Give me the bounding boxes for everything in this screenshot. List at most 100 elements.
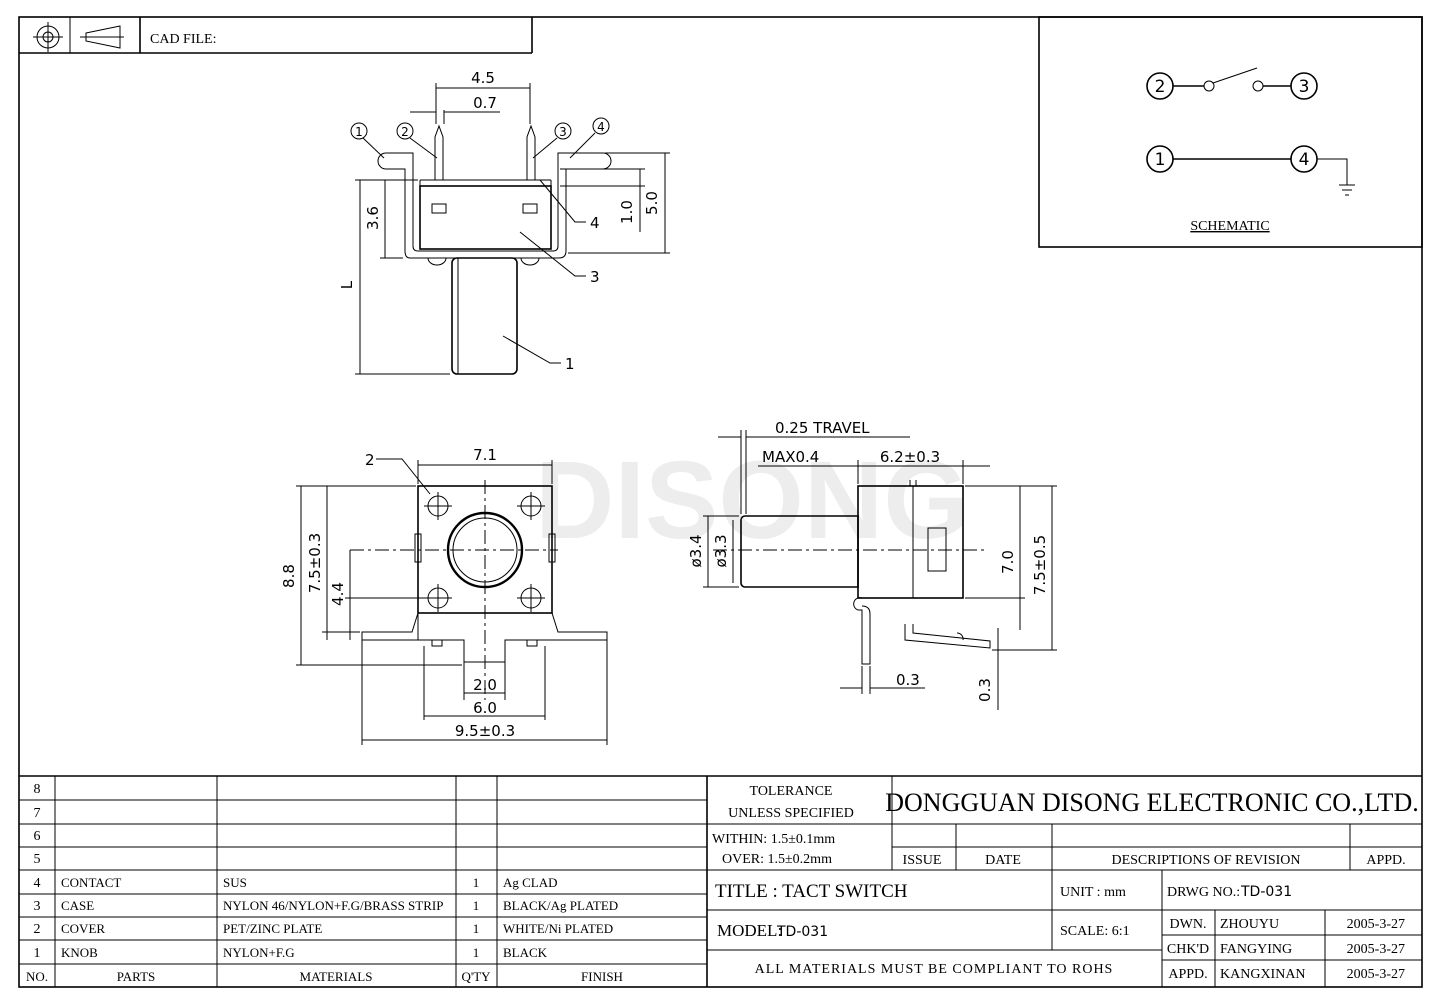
svg-text:APPD.: APPD. (1168, 967, 1207, 982)
dim-5-0: 5.0 (643, 191, 661, 215)
hole (424, 492, 452, 520)
leader-3: 3 (590, 268, 600, 286)
svg-text:3: 3 (1299, 77, 1310, 97)
svg-text:CASE: CASE (61, 898, 94, 913)
svg-text:FINISH: FINISH (581, 969, 623, 984)
table-row: 2 COVER PET/ZINC PLATE 1 WHITE/Ni PLATED (34, 921, 614, 937)
svg-text:BLACK: BLACK (503, 945, 548, 960)
callout-4: 4 (569, 117, 610, 159)
svg-text:NYLON+F.G: NYLON+F.G (223, 945, 295, 960)
svg-text:FANGYING: FANGYING (1220, 942, 1292, 957)
svg-text:CHK'D: CHK'D (1167, 942, 1209, 957)
svg-text:1: 1 (1155, 150, 1166, 170)
drwg-no-label: DRWG NO.: (1167, 885, 1240, 900)
leader-4: 4 (590, 214, 600, 232)
svg-text:KNOB: KNOB (61, 945, 98, 960)
signoff-row: CHK'D FANGYING 2005-3-27 (1167, 942, 1405, 957)
dim-3-6: 3.6 (364, 206, 382, 230)
dim-6-0: 6.0 (473, 699, 497, 717)
svg-text:4: 4 (597, 120, 605, 134)
svg-text:SUS: SUS (223, 875, 247, 890)
table-row: 4 CONTACT SUS 1 Ag CLAD (34, 875, 558, 891)
svg-text:7: 7 (34, 806, 41, 821)
dim-7-5-side: 7.5±0.5 (1031, 535, 1049, 595)
dim-dia-3-3: ø3.3 (712, 534, 730, 567)
callout-3: 3 (532, 122, 572, 159)
dim-max: MAX0.4 (762, 448, 819, 466)
svg-text:COVER: COVER (61, 921, 105, 936)
table-row: 7 (34, 806, 41, 821)
svg-text:2: 2 (1155, 77, 1166, 97)
projection-symbol-icon (33, 22, 124, 52)
svg-text:3: 3 (34, 899, 41, 914)
svg-text:2: 2 (401, 125, 409, 139)
signoff-row: DWN. ZHOUYU 2005-3-27 (1170, 917, 1405, 932)
drwg-no: TD-031 (1240, 884, 1292, 900)
dim-0-3-b: 0.3 (976, 678, 994, 702)
top-callout-2: 2 (365, 451, 375, 469)
pin-2-circle: 2 (1146, 72, 1174, 100)
tolerance-title: TOLERANCE (750, 784, 833, 799)
tolerance-within: WITHIN: 1.5±0.1mm (712, 832, 835, 847)
svg-text:WHITE/Ni PLATED: WHITE/Ni PLATED (503, 921, 613, 936)
dim-L: L (338, 280, 356, 289)
company-name: DONGGUAN DISONG ELECTRONIC CO.,LTD. (885, 788, 1418, 817)
svg-text:1: 1 (34, 946, 41, 961)
signoff-row: APPD. KANGXINAN 2005-3-27 (1168, 967, 1405, 982)
hole (424, 584, 452, 612)
watermark: DISONG (535, 439, 969, 562)
dim-4-4: 4.4 (329, 582, 347, 606)
tolerance-subtitle: UNLESS SPECIFIED (728, 806, 854, 821)
svg-text:4: 4 (1299, 150, 1310, 170)
dim-7-0: 7.0 (999, 550, 1017, 574)
svg-text:1: 1 (473, 921, 480, 936)
dim-6-2: 6.2±0.3 (880, 448, 940, 466)
model-label: MODEL: (717, 921, 782, 940)
table-row: 3 CASE NYLON 46/NYLON+F.G/BRASS STRIP 1 … (34, 898, 619, 914)
svg-text:2005-3-27: 2005-3-27 (1347, 967, 1405, 982)
callout-2: 2 (396, 122, 438, 159)
title-block: TOLERANCE UNLESS SPECIFIED WITHIN: 1.5±0… (707, 775, 1422, 987)
unit-label: UNIT : mm (1060, 885, 1126, 900)
svg-text:2005-3-27: 2005-3-27 (1347, 942, 1405, 957)
hole (517, 492, 545, 520)
leader-1: 1 (565, 355, 575, 373)
rev-desc-header: DESCRIPTIONS OF REVISION (1111, 853, 1300, 868)
front-view: 1 2 3 4 4 3 1 4.5 0.7 (338, 69, 670, 375)
dim-travel: 0.25 TRAVEL (775, 419, 870, 437)
svg-text:2: 2 (34, 922, 41, 937)
table-row: 5 (34, 852, 41, 867)
parts-table: 8 7 6 5 4 CONTACT (19, 775, 708, 987)
svg-text:KANGXINAN: KANGXINAN (1220, 967, 1306, 982)
dim-4-5: 4.5 (471, 69, 495, 87)
rev-appd-header: APPD. (1366, 853, 1405, 868)
dim-7-5: 7.5±0.3 (306, 533, 324, 593)
table-row: 8 (34, 782, 41, 797)
svg-text:4: 4 (34, 876, 41, 891)
pin-3-circle: 3 (1290, 72, 1318, 100)
svg-text:6: 6 (34, 829, 41, 844)
rev-date-header: DATE (985, 853, 1021, 868)
table-header: NO. PARTS MATERIALS Q'TY FINISH (26, 969, 623, 984)
schematic-box: 2 3 1 4 SCHEMATIC (1038, 16, 1423, 248)
svg-text:5: 5 (34, 852, 41, 867)
cad-file-label: CAD FILE: (150, 32, 217, 47)
model-value: TD-031 (776, 924, 828, 940)
sheet-border (18, 16, 1423, 988)
svg-text:1: 1 (473, 875, 480, 890)
svg-text:1: 1 (473, 898, 480, 913)
svg-text:PARTS: PARTS (117, 969, 156, 984)
svg-text:8: 8 (34, 782, 41, 797)
rev-issue-header: ISSUE (903, 853, 942, 868)
top-view: 2 7.1 8.8 7.5±0.3 4.4 2.0 6.0 9.5±0.3 (280, 446, 608, 745)
schematic-label: SCHEMATIC (1190, 219, 1269, 234)
tolerance-over: OVER: 1.5±0.2mm (722, 852, 832, 867)
svg-text:BLACK/Ag PLATED: BLACK/Ag PLATED (503, 898, 618, 913)
drawing-title: TITLE : TACT SWITCH (715, 881, 908, 902)
svg-text:MATERIALS: MATERIALS (300, 969, 373, 984)
svg-text:CONTACT: CONTACT (61, 875, 121, 890)
ground-icon (1339, 184, 1355, 196)
svg-text:1: 1 (355, 125, 363, 139)
dim-dia-3-4: ø3.4 (687, 534, 705, 567)
